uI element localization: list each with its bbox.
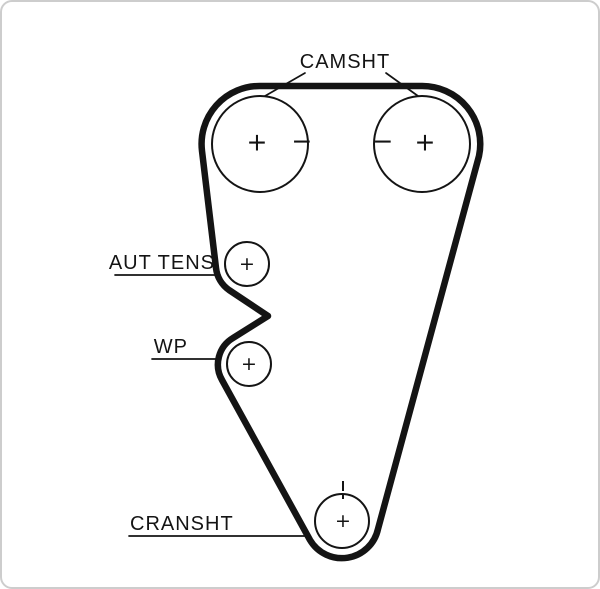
camshaft-leader-left [264,72,306,97]
timing-belt [198,82,484,562]
camshaft-right-pulley [373,95,471,193]
crankshaft-label: CRANSHT [130,513,234,535]
plus-mark-crankshaft: + [335,510,351,532]
auto-tensioner-label: AUT TENS [109,252,215,274]
auto-tensioner-pulley [224,241,270,287]
water-pump-pulley [226,341,272,387]
camshaft-label: CAMSHT [300,51,390,73]
plus-mark-water-pump: + [241,353,257,375]
minus-mark-camshaft-right: − [373,127,394,156]
camshaft-left-pulley [211,95,309,193]
plus-mark-camshaft-right: + [415,128,436,157]
camshaft-leader-right [385,72,419,97]
plus-mark-camshaft-left: + [247,128,268,157]
minus-mark-camshaft-left: − [292,127,313,156]
water-pump-label: WP [154,336,188,358]
plus-mark-auto-tensioner: + [239,253,255,275]
